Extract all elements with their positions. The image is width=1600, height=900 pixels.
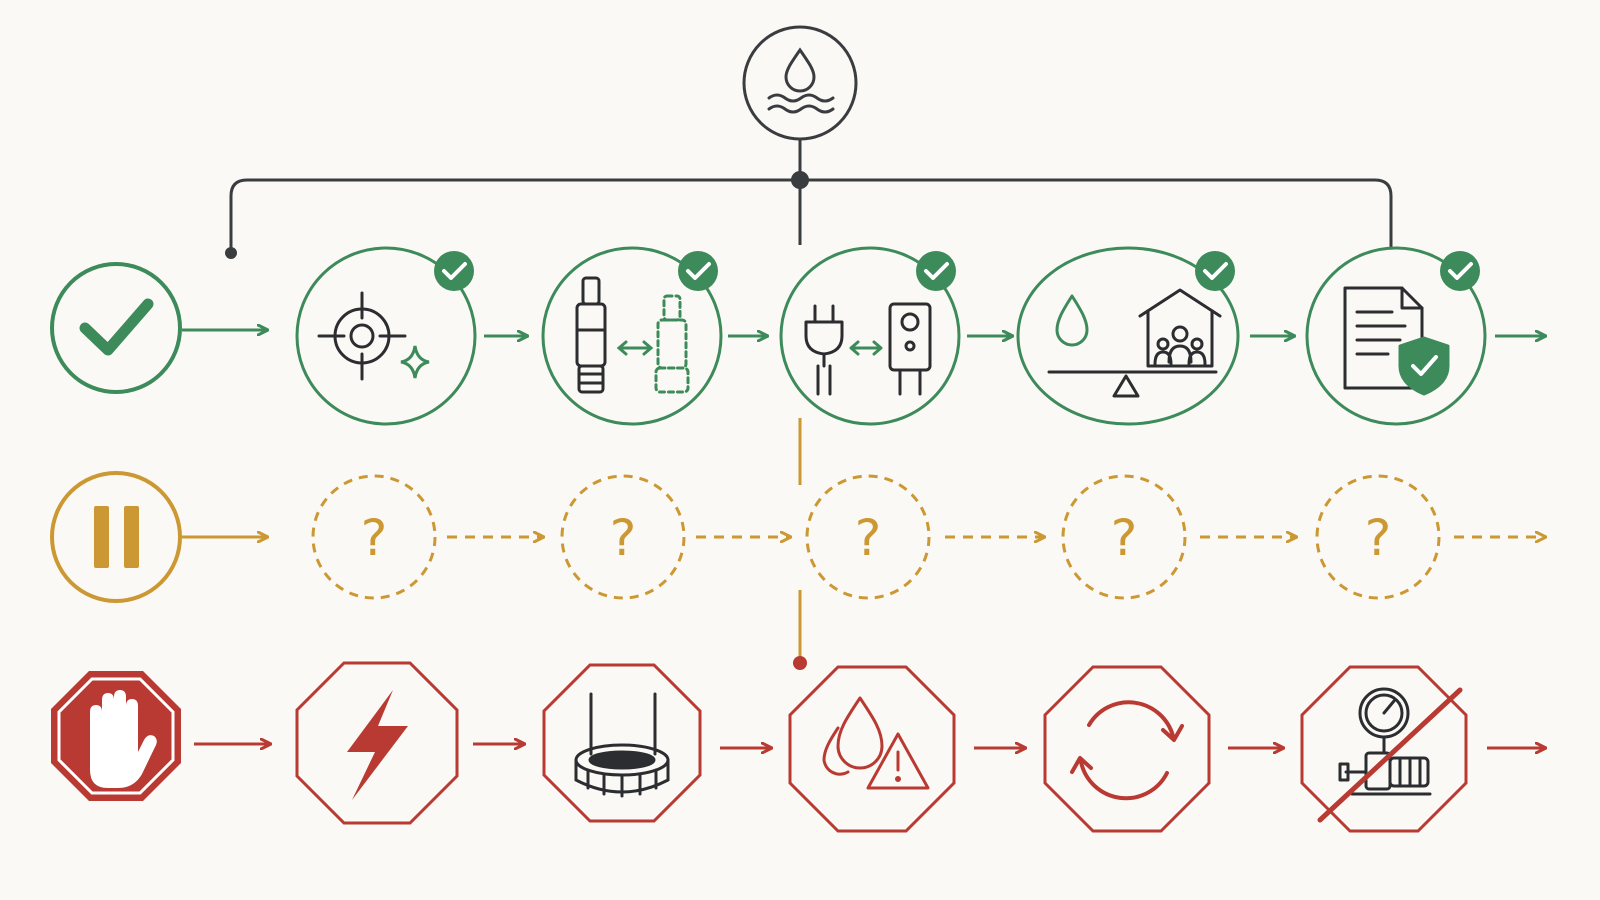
proceed-step-3 [779,246,961,426]
no-pressure-pump-icon [1338,687,1432,796]
question-mark-icon: ? [1111,509,1138,567]
question-mark-icon: ? [361,509,388,567]
pause-step-4: ? [1061,474,1187,600]
verified-badge-icon [434,251,474,291]
proceed-step-5 [1305,246,1487,426]
proceed-step-1 [295,246,477,426]
water-drop-waves-icon [767,47,835,114]
suspended-float-ring-icon [574,692,670,798]
lightning-bolt-icon [347,690,408,800]
row-proceed [50,246,1545,426]
vertical-link-lower [793,418,807,670]
verified-badge-icon [1440,251,1480,291]
stop-step-5 [1300,665,1468,833]
verified-badge-icon [678,251,718,291]
water-drops-warning-icon [822,696,930,790]
proceed-step-2 [541,246,723,426]
stop-step-3 [788,665,956,833]
stop-hand-icon [90,690,157,788]
pause-icon [94,506,139,568]
pause-step-2: ? [560,474,686,600]
stop-step-1 [295,661,459,825]
question-mark-icon: ? [1365,509,1392,567]
branch-connectors [225,139,1393,259]
row-pause: ? ? ? ? ? [50,471,1545,603]
checkmark-icon [79,298,154,356]
pause-step-5: ? [1315,474,1441,600]
status-proceed-node [50,262,182,394]
pause-step-1: ? [311,474,437,600]
row-stop [51,661,1545,833]
stop-step-2 [542,663,702,823]
root-node [742,25,858,141]
proceed-step-4 [1016,246,1240,426]
cycling-arrows-icon [1070,700,1184,801]
question-mark-icon: ? [610,509,637,567]
question-mark-icon: ? [855,509,882,567]
target-crosshair-sparkle-icon [317,291,430,381]
pump-comparison-icon [575,276,690,394]
status-stop-node [51,671,181,801]
stop-step-4 [1043,665,1211,833]
verified-badge-icon [916,251,956,291]
status-pause-node [50,471,182,603]
document-shield-icon [1343,286,1450,396]
plug-outlet-compatibility-icon [804,302,932,396]
water-vs-household-balance-icon [1047,288,1222,398]
verified-badge-icon [1195,251,1235,291]
pause-step-3: ? [805,474,931,600]
